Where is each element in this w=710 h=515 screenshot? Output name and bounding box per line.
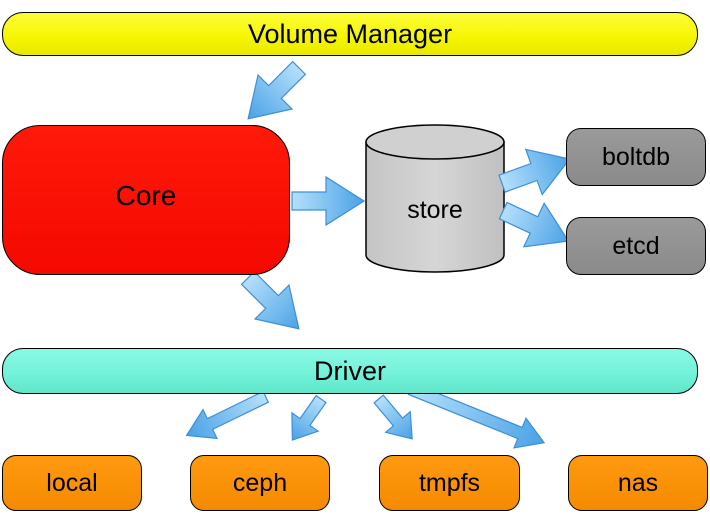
store-cylinder	[365, 124, 505, 273]
nas-label: nas	[617, 468, 659, 497]
local-driver-box: local	[2, 455, 142, 511]
arrow-volume-manager-to-core	[247, 60, 307, 120]
etcd-box: etcd	[566, 217, 706, 275]
arrow-core-to-driver	[240, 270, 300, 330]
arrow-core-to-store	[291, 175, 366, 227]
local-label: local	[46, 468, 98, 497]
arrow-store-to-boltdb	[498, 148, 571, 196]
etcd-label: etcd	[612, 231, 660, 260]
driver-label: Driver	[314, 355, 386, 386]
volume-manager-bar: Volume Manager	[2, 12, 698, 56]
core-label: Core	[115, 180, 177, 211]
ceph-label: ceph	[232, 468, 288, 497]
tmpfs-label: tmpfs	[418, 468, 481, 497]
arrow-driver-to-ceph	[291, 394, 327, 441]
store-label: store	[407, 195, 463, 224]
nas-driver-box: nas	[568, 455, 708, 511]
core-box: Core	[2, 125, 290, 275]
tmpfs-driver-box: tmpfs	[379, 455, 520, 511]
boltdb-box: boltdb	[566, 128, 706, 186]
volume-manager-label: Volume Manager	[247, 18, 453, 49]
ceph-driver-box: ceph	[190, 455, 330, 511]
arrow-store-to-etcd	[498, 201, 570, 248]
arrow-driver-to-tmpfs	[373, 394, 413, 440]
arrow-driver-to-local	[185, 390, 270, 440]
boltdb-label: boltdb	[601, 142, 671, 171]
driver-bar: Driver	[2, 348, 698, 394]
